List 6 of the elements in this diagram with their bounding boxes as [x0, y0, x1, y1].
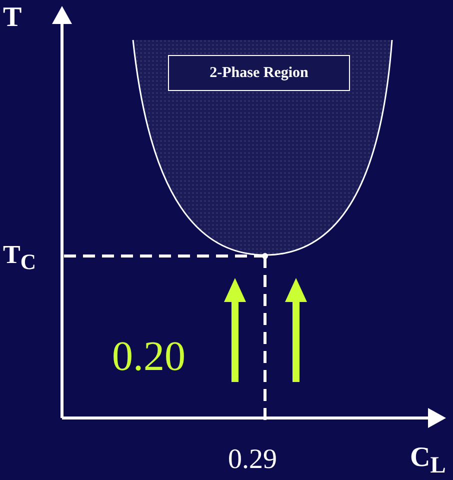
axis-label: T: [3, 4, 22, 32]
region-label: 2-Phase Region: [168, 55, 350, 91]
axis-tick-label: T$_{C}$: [3, 242, 36, 274]
value-label: 0.20: [112, 336, 186, 378]
axis-tick-label: 0.29: [228, 446, 277, 474]
axis-label: C$_{L}$: [410, 444, 446, 478]
